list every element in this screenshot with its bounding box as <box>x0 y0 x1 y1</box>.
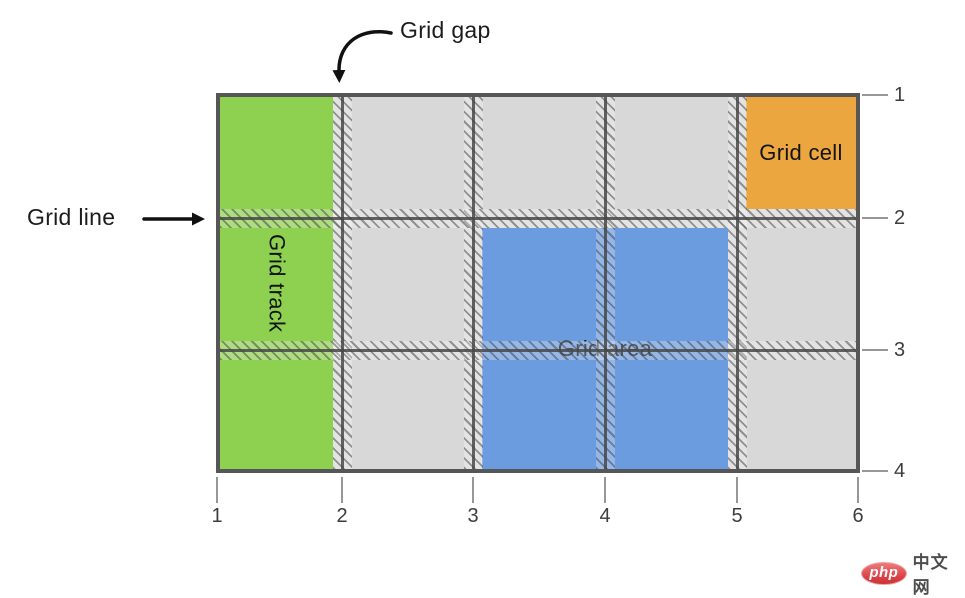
row-line-number: 4 <box>894 460 906 482</box>
php-logo: php <box>861 561 907 585</box>
column-tick <box>604 477 606 503</box>
php-logo-text: php <box>869 563 899 581</box>
watermark-site-text: 中文网 <box>912 553 949 597</box>
grid-cell-label: Grid cell <box>759 140 843 165</box>
grid-cell-region: Grid cell <box>746 97 856 209</box>
column-line-number: 4 <box>599 505 611 527</box>
row-tick <box>862 94 888 96</box>
row-line-number: 2 <box>894 207 906 229</box>
column-tick <box>216 477 218 503</box>
column-tick <box>472 477 474 503</box>
grid-container: Grid track Grid area Grid cell <box>216 93 860 473</box>
grid-gap-label: Grid gap <box>400 17 491 43</box>
column-grid-line <box>471 97 475 469</box>
column-line-number: 5 <box>731 505 743 527</box>
column-tick <box>736 477 738 503</box>
grid-track-label: Grid track <box>264 233 290 333</box>
column-tick <box>857 477 859 503</box>
column-line-number: 1 <box>211 505 223 527</box>
row-tick <box>862 470 888 472</box>
row-tick <box>862 217 888 219</box>
column-line-number: 3 <box>467 505 479 527</box>
column-tick <box>341 477 343 503</box>
grid-line-label: Grid line <box>27 204 116 230</box>
column-grid-line <box>603 97 607 469</box>
row-tick <box>862 349 888 351</box>
watermark: php 中文网 <box>861 548 965 598</box>
row-line-number: 1 <box>894 84 906 106</box>
column-line-number: 6 <box>852 505 864 527</box>
grid-gap-arrow <box>332 30 393 83</box>
column-grid-line <box>340 97 344 469</box>
row-grid-line <box>220 216 856 220</box>
row-grid-line <box>220 348 856 352</box>
column-line-number: 2 <box>336 505 348 527</box>
column-grid-line <box>735 97 739 469</box>
row-line-number: 3 <box>894 339 906 361</box>
grid-track-region: Grid track <box>220 97 333 469</box>
